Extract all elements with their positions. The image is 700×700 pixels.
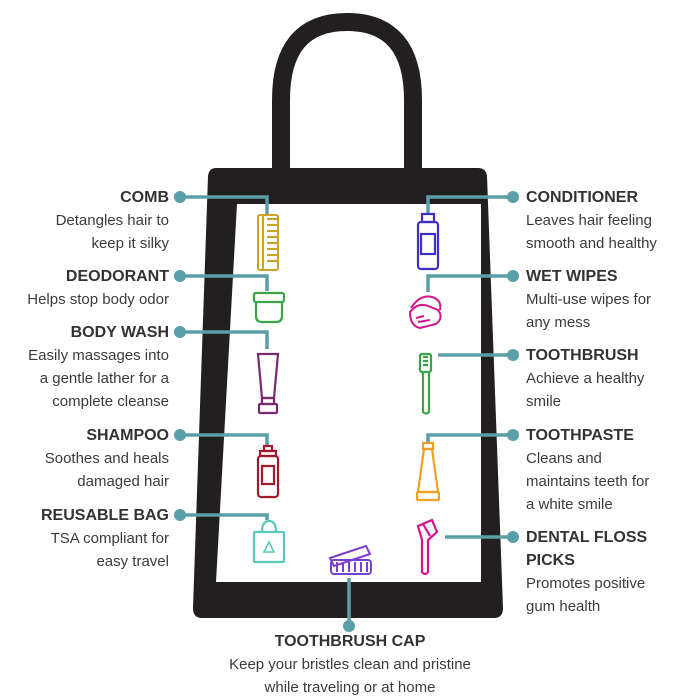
reusable-bag-title: REUSABLE BAG xyxy=(40,507,169,524)
deodorant-connector xyxy=(180,274,269,291)
dental-floss-title: DENTAL FLOSS PICKS xyxy=(526,529,648,569)
conditioner-description: Leaves hair feeling smooth and healthy xyxy=(526,212,657,252)
toothbrush-dot xyxy=(507,349,519,361)
conditioner-dot xyxy=(507,191,519,203)
shampoo-bottle-icon xyxy=(256,444,280,499)
body-wash-title: BODY WASH xyxy=(70,324,169,341)
wet-wipes-description: Multi-use wipes for any mess xyxy=(526,291,652,331)
comb-label: COMB Detangles hair to keep it silky xyxy=(56,186,169,255)
reusable-bag-label: REUSABLE BAG TSA compliant for easy trav… xyxy=(41,504,169,573)
body-wash-tube-icon xyxy=(256,352,280,415)
reusable-bag-dot xyxy=(174,509,186,521)
shampoo-title: SHAMPOO xyxy=(86,427,169,444)
reusable-bag-connector xyxy=(180,513,269,520)
wet-wipes-label: WET WIPES Multi-use wipes for any mess xyxy=(526,265,651,334)
toothbrush-title: TOOTHBRUSH xyxy=(526,347,639,364)
recycle-bag-icon xyxy=(252,519,286,564)
bag-outline xyxy=(193,168,503,618)
deodorant-label: DEODORANT Helps stop body odor xyxy=(27,265,169,311)
body-wash-dot xyxy=(174,326,186,338)
toothpaste-dot xyxy=(507,429,519,441)
comb-title: COMB xyxy=(120,189,169,206)
dental-floss-description: Promotes positive gum health xyxy=(526,575,646,615)
comb-dot xyxy=(174,191,186,203)
conditioner-title: CONDITIONER xyxy=(526,189,638,206)
conditioner-connector xyxy=(426,195,513,213)
toothbrush-cap-icon xyxy=(328,544,372,575)
body-wash-connector xyxy=(180,330,269,349)
comb-icon xyxy=(257,214,279,271)
connector-dots xyxy=(174,191,519,632)
dental-floss-dot xyxy=(507,531,519,543)
bag-handle xyxy=(272,13,422,170)
toothbrush-description: Achieve a healthy smile xyxy=(526,370,645,410)
deodorant-icon xyxy=(252,291,286,324)
body-wash-description: Easily massages into a gentle lather for… xyxy=(28,347,169,410)
toothbrush-cap-description: Keep your bristles clean and pristine wh… xyxy=(229,656,471,696)
reusable-bag-description: TSA compliant for easy travel xyxy=(50,530,169,570)
shampoo-description: Soothes and heals damaged hair xyxy=(44,450,169,490)
wet-wipes-dot xyxy=(507,270,519,282)
deodorant-title: DEODORANT xyxy=(65,268,169,285)
deodorant-description: Helps stop body odor xyxy=(27,291,169,308)
wet-wipes-icon xyxy=(408,295,442,330)
toothbrush-cap-title: TOOTHBRUSH CAP xyxy=(274,633,426,650)
shampoo-connector xyxy=(180,433,269,446)
toothpaste-label: TOOTHPASTE Cleans and maintains teeth fo… xyxy=(526,424,649,516)
conditioner-bottle-icon xyxy=(416,212,440,271)
toothpaste-connector xyxy=(426,433,513,444)
toothbrush-cap-label: TOOTHBRUSH CAP Keep your bristles clean … xyxy=(150,630,550,699)
floss-pick-icon xyxy=(416,518,439,576)
comb-description: Detangles hair to keep it silky xyxy=(55,212,169,252)
deodorant-dot xyxy=(174,270,186,282)
shampoo-label: SHAMPOO Soothes and heals damaged hair xyxy=(45,424,169,493)
wet-wipes-connector xyxy=(426,274,513,292)
dental-floss-label: DENTAL FLOSS PICKS Promotes positive gum… xyxy=(526,526,647,618)
comb-connector xyxy=(180,195,269,214)
shampoo-dot xyxy=(174,429,186,441)
body-wash-label: BODY WASH Easily massages into a gentle … xyxy=(28,321,169,413)
toothbrush-icon xyxy=(418,352,433,415)
toothpaste-title: TOOTHPASTE xyxy=(526,427,634,444)
toothbrush-cap-dot xyxy=(343,620,355,632)
wet-wipes-title: WET WIPES xyxy=(526,268,618,285)
connector-lines xyxy=(180,195,513,624)
toothpaste-tube-icon xyxy=(415,441,441,502)
toothbrush-label: TOOTHBRUSH Achieve a healthy smile xyxy=(526,344,644,413)
conditioner-label: CONDITIONER Leaves hair feeling smooth a… xyxy=(526,186,657,255)
toothpaste-description: Cleans and maintains teeth for a white s… xyxy=(526,450,650,513)
